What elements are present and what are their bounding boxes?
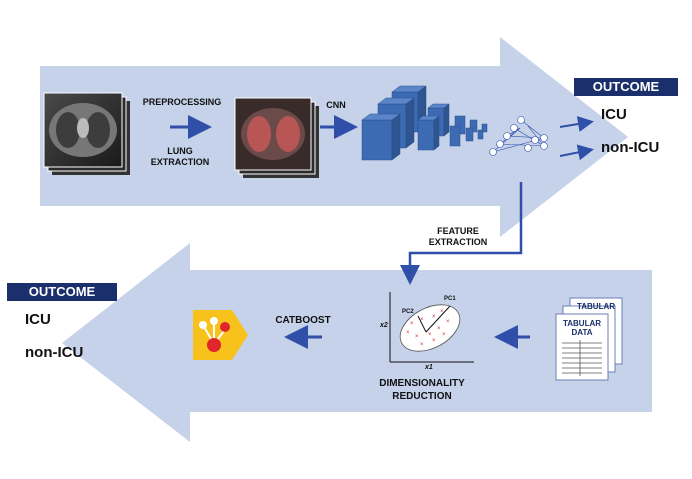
bottom-flow-arrow (62, 243, 652, 442)
svg-text:×: × (446, 319, 450, 325)
svg-text:×: × (432, 338, 436, 344)
top-outcome-icu: ICU (601, 106, 627, 123)
bottom-outcome-non-icu: non-ICU (25, 344, 84, 361)
arrow-to-icu (559, 116, 594, 132)
tabular-data-icon (555, 297, 623, 381)
top-outcome-non-icu: non-ICU (601, 139, 660, 156)
x2-axis-label: x2 (380, 322, 388, 329)
x1-axis-label: x1 (425, 364, 433, 371)
pc1-label: PC1 (444, 296, 456, 302)
svg-text:×: × (410, 321, 414, 327)
tabular-label-front: TABULAR DATA (562, 319, 602, 337)
lung-extraction-label: LUNG EXTRACTION (150, 146, 210, 167)
svg-text:×: × (440, 309, 444, 315)
cnn-label: CNN (326, 100, 346, 110)
dimensionality-reduction-label: DIMENSIONALITY REDUCTION (379, 378, 465, 402)
svg-text:×: × (432, 314, 436, 320)
neural-network-icon (489, 116, 548, 156)
svg-text:×: × (442, 332, 446, 338)
preprocessing-label: PREPROCESSING (142, 97, 222, 107)
svg-text:×: × (437, 326, 441, 332)
bottom-outcome-title: OUTCOME (7, 283, 117, 301)
bottom-outcome-icu: ICU (25, 311, 51, 328)
catboost-label: CATBOOST (275, 315, 331, 326)
svg-text:×: × (420, 317, 424, 323)
svg-text:×: × (420, 342, 424, 348)
svg-text:×: × (415, 334, 419, 340)
cnn-icon (361, 85, 488, 161)
arrow-to-non-icu (559, 144, 594, 161)
feature-extraction-connector (400, 182, 523, 285)
svg-text:×: × (406, 330, 410, 336)
pc2-label: PC2 (402, 309, 414, 315)
tabular-label-back: TABULAR (576, 302, 616, 311)
catboost-logo (193, 310, 248, 360)
feature-extraction-label: FEATURE EXTRACTION (428, 226, 488, 247)
pca-scatter-plot: ×××× ×××× ×××× (389, 292, 474, 363)
svg-text:×: × (428, 332, 432, 338)
top-outcome-title: OUTCOME (574, 78, 678, 96)
ct-scan-image (43, 92, 130, 175)
lung-extraction-image (234, 97, 319, 178)
